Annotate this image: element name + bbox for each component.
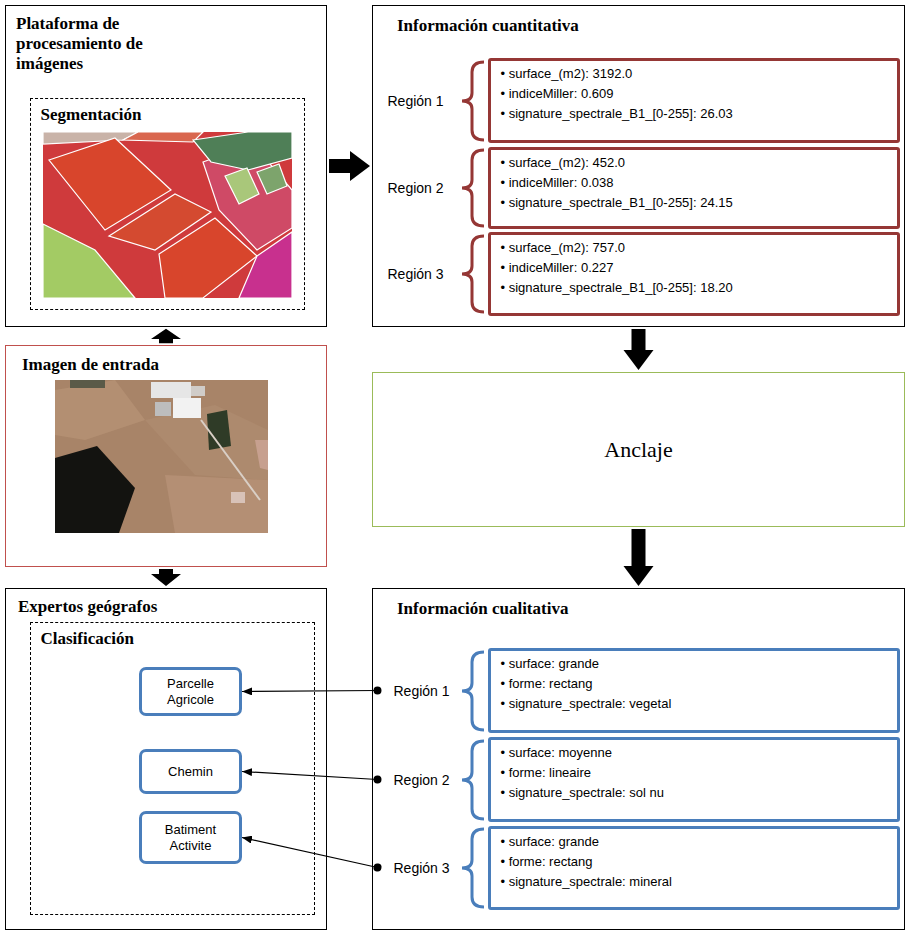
photo-building [231, 492, 245, 503]
block-arrow [151, 569, 181, 586]
input-panel: Imagen de entrada [5, 345, 327, 567]
attribute-box: • surface_(m2): 757.0• indiceMiller: 0.2… [488, 232, 900, 316]
attribute-box: • surface_(m2): 3192.0• indiceMiller: 0.… [488, 58, 900, 143]
photo-trees [70, 380, 105, 388]
region-name: Región 1 [388, 92, 444, 110]
block-arrow [329, 151, 370, 181]
attribute-item: • indiceMiller: 0.609 [501, 84, 887, 104]
segment [123, 132, 203, 142]
segment [239, 232, 292, 298]
photo-field [55, 380, 145, 440]
block-arrow [624, 329, 654, 370]
class-name: Batiment Activite [146, 822, 235, 854]
link-arrow [242, 838, 378, 868]
attribute-item: • surface: moyenne [501, 743, 887, 763]
attribute-item: • signature_spectrale_B1_[0-255]: 18.20 [501, 278, 887, 298]
group-title: Clasificación [31, 623, 314, 655]
panel-title: Información cualitativa [373, 589, 904, 629]
attribute-item: • surface_(m2): 452.0 [501, 153, 887, 173]
region-label: Region 2 [388, 177, 452, 199]
attribute-box: • surface_(m2): 452.0• indiceMiller: 0.0… [488, 147, 900, 229]
attribute-item: • surface: grande [501, 832, 887, 852]
region-name: Región 3 [378, 859, 450, 877]
curly-brace [462, 62, 484, 140]
region-name: Region 2 [388, 179, 444, 197]
photo-road [201, 420, 260, 500]
photo-building [191, 386, 205, 396]
attribute-box: • surface: moyenne• forme: lineaire• sig… [488, 737, 900, 822]
photo-field [55, 446, 135, 533]
attribute-item: • indiceMiller: 0.038 [501, 173, 887, 193]
segment [43, 132, 292, 298]
photo-building [155, 402, 171, 416]
attribute-item: • surface_(m2): 3192.0 [501, 64, 887, 84]
panel-box: Información cualitativaRegión 1 • surface… [372, 588, 905, 930]
attribute-item: • forme: rectang [501, 674, 887, 694]
link-arrow [242, 691, 378, 692]
brace-group [462, 652, 484, 907]
panel-title: Imagen de entrada [6, 346, 326, 384]
curly-brace [462, 652, 484, 730]
segment [43, 132, 138, 144]
curly-brace [462, 236, 484, 312]
attribute-item: • signature_spectrale_B1_[0-255]: 26.03 [501, 104, 887, 124]
region-name: Región 3 [388, 265, 444, 283]
aerial-photo [55, 380, 268, 533]
attribute-item: • signature_spectrale: sol nu [501, 783, 887, 803]
class-box: Chemin [139, 749, 242, 794]
class-name: Parcelle Agricole [146, 676, 235, 708]
panel-box: Plataforma de procesamiento de imágenesS… [5, 5, 327, 327]
link-arrow [242, 772, 378, 780]
attribute-item: • signature_spectrale: mineral [501, 872, 887, 892]
segment [257, 164, 287, 194]
attribute-item: • surface_(m2): 757.0 [501, 238, 887, 258]
group-title: Segmentación [31, 99, 304, 131]
region-label: Región 3 [388, 263, 452, 285]
curly-brace [462, 741, 484, 819]
attribute-item: • signature_spectrale: vegetal [501, 694, 887, 714]
segmentation-image [43, 132, 292, 298]
dashed-group: ClasificaciónParcelle AgricoleCheminBati… [30, 622, 315, 915]
region-label: Region 2 [378, 769, 454, 791]
attribute-item: • indiceMiller: 0.227 [501, 258, 887, 278]
segment [225, 168, 259, 204]
curly-brace [462, 150, 484, 226]
brace-group [462, 62, 484, 312]
attribute-item: • surface: grande [501, 654, 887, 674]
attribute-item: • forme: lineaire [501, 763, 887, 783]
block-arrow [151, 329, 181, 343]
photo-field [145, 405, 268, 480]
class-box: Parcelle Agricole [139, 667, 242, 716]
photo-field [165, 475, 268, 533]
region-label: Región 3 [378, 857, 454, 879]
class-name: Chemin [168, 764, 213, 780]
region-label: Región 1 [378, 680, 454, 702]
panel-box: Información cuantitativaRegión 1 • surfac… [372, 5, 905, 327]
photo-building [151, 382, 191, 398]
photo-field [255, 440, 268, 470]
panel-title: Expertos geógrafos [6, 589, 326, 625]
region-name: Region 2 [378, 771, 450, 789]
process-box: Anclaje [372, 372, 905, 527]
segment [43, 224, 135, 298]
panel-title: Información cuantitativa [373, 6, 904, 46]
process-title: Anclaje [604, 437, 672, 463]
attribute-item: • forme: rectang [501, 852, 887, 872]
photo-building [173, 398, 201, 418]
panel-box: Expertos geógrafosClasificaciónParcelle … [5, 588, 327, 930]
class-box: Batiment Activite [139, 811, 242, 864]
attribute-box: • surface: grande• forme: rectang• signa… [488, 648, 900, 733]
block-arrow [624, 529, 654, 586]
region-name: Región 1 [378, 682, 450, 700]
panel-title: Plataforma de procesamiento de imágenes [6, 6, 201, 82]
dashed-group: Segmentación [30, 98, 305, 310]
photo-ground [55, 380, 268, 533]
attribute-box: • surface: grande• forme: rectang• signa… [488, 826, 900, 910]
attribute-item: • signature_spectrale_B1_[0-255]: 24.15 [501, 193, 887, 213]
curly-brace [462, 829, 484, 907]
region-label: Región 1 [388, 90, 452, 112]
